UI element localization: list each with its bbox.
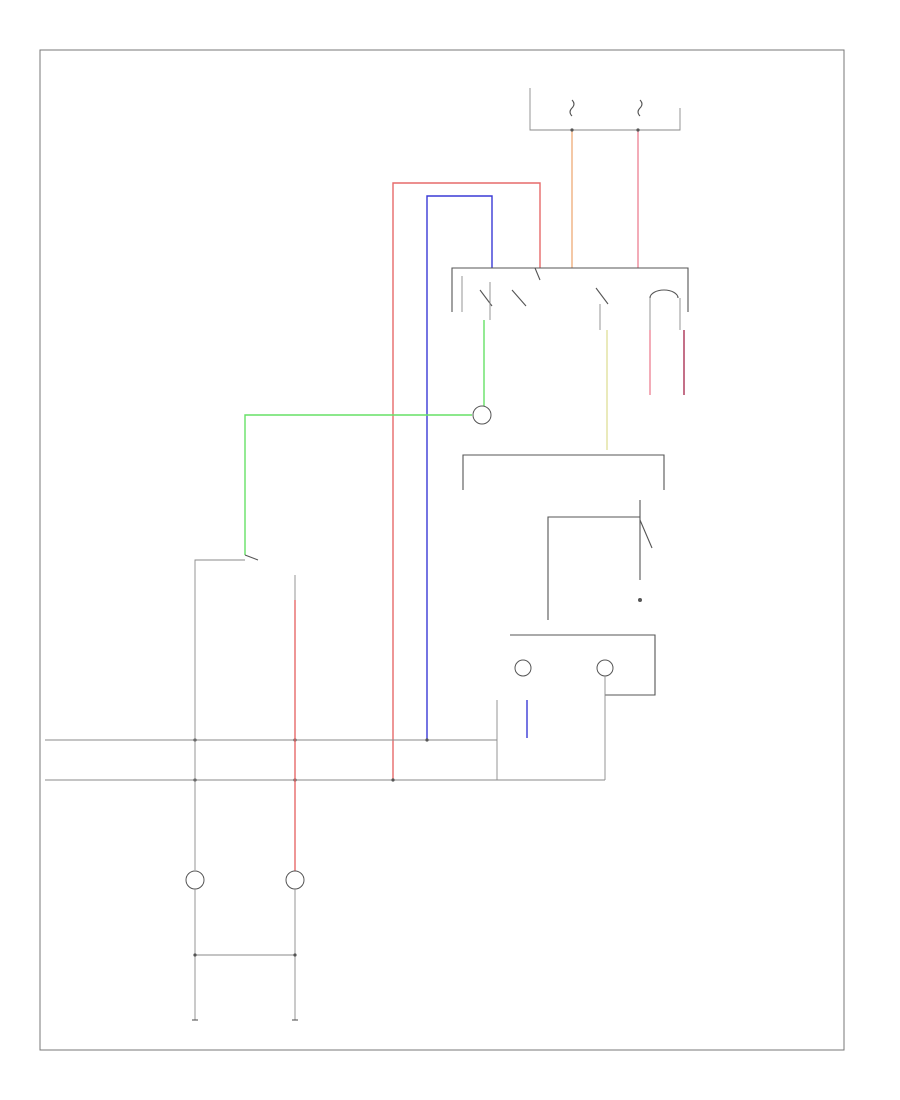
fuse-block — [529, 88, 681, 131]
right-headlight — [285, 870, 305, 890]
dimmer-switch — [547, 500, 653, 620]
wire-red-top — [392, 182, 541, 780]
fuse-icon-right — [637, 99, 643, 117]
passing-light-switch — [472, 405, 492, 425]
wire-blue — [426, 195, 493, 740]
fuse-icon-left — [569, 99, 575, 117]
left-headlight — [185, 870, 205, 890]
wire-green — [244, 414, 472, 555]
combination-meter — [510, 634, 656, 696]
headlight-relay-bar — [462, 454, 665, 490]
diagram-frame — [39, 49, 845, 1051]
combination-switch — [451, 267, 689, 330]
